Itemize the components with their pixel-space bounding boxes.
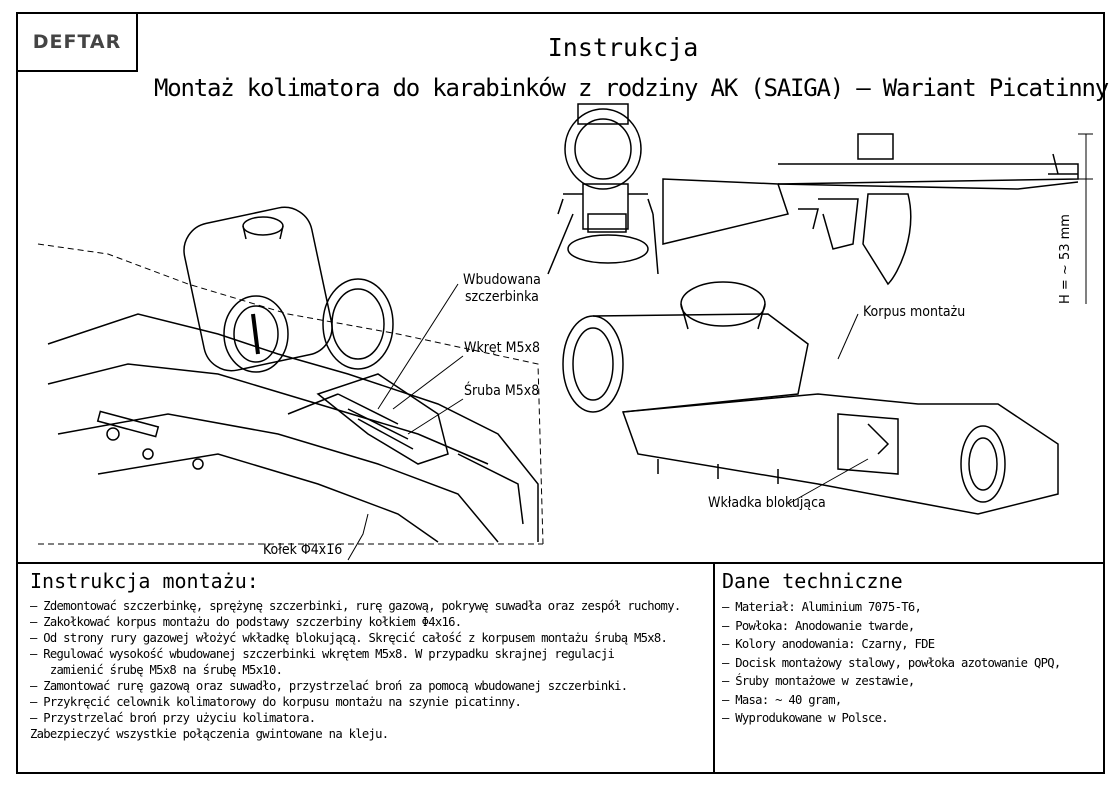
list-item: – Materiał: Aluminium 7075-T6, — [722, 600, 922, 614]
list-item: – Przystrzelać broń przy użyciu kolimato… — [30, 711, 316, 725]
height-dimension-label: H = ~ 53 mm — [1058, 214, 1073, 304]
instruction-steps: – Zdemontować szczerbinkę, sprężynę szcz… — [30, 598, 710, 742]
callout-bolt-m5x8: Śruba M5x8 — [464, 383, 540, 399]
list-item: – Regulować wysokość wbudowanej szczerbi… — [30, 647, 615, 661]
list-item: Zabezpieczyć wszystkie połączenia gwinto… — [30, 727, 389, 741]
technical-title: Dane techniczne — [722, 569, 903, 593]
list-item: – Śruby montażowe w zestawie, — [722, 674, 915, 688]
column-divider — [713, 562, 715, 774]
callout-built-in-sight: Wbudowana szczerbinka — [463, 272, 541, 305]
callout-screw-m5x8: Wkręt M5x8 — [464, 340, 540, 356]
list-item: – Zakołkować korpus montażu do podstawy … — [30, 615, 462, 629]
list-item: – Przykręcić celownik kolimatorowy do ko… — [30, 695, 522, 709]
list-item: – Docisk montażowy stalowy, powłoka azot… — [722, 655, 1061, 670]
list-item: – Zamontować rurę gazową oraz suwadło, p… — [30, 679, 628, 693]
section-divider — [18, 562, 1103, 564]
instructions-title: Instrukcja montażu: — [30, 569, 259, 593]
list-item: – Masa: ~ 40 gram, — [722, 692, 842, 707]
logo-box: DEFTAR — [18, 14, 138, 72]
rifle-side-view-drawing — [662, 133, 1093, 304]
mount-isometric-drawing — [562, 281, 1059, 515]
list-item: – Od strony rury gazowej włożyć wkładkę … — [30, 631, 668, 645]
list-item: – Powłoka: Anodowanie twarde, — [722, 618, 915, 633]
front-view-drawing — [547, 103, 659, 275]
page-subtitle: Montaż kolimatora do karabinków z rodzin… — [154, 74, 1109, 102]
deftar-logo: DEFTAR — [32, 31, 122, 53]
list-item: zamienić śrubę M5x8 na śrubę M5x10. — [30, 663, 283, 677]
callout-mount-body: Korpus montażu — [863, 304, 966, 320]
page-title: Instrukcja — [547, 33, 699, 62]
list-item: – Wyprodukowane w Polsce. — [722, 711, 889, 725]
callout-lock-insert: Wkładka blokująca — [708, 495, 826, 511]
instruction-sheet: DEFTAR Instrukcja Montaż kolimatora do k… — [16, 12, 1109, 774]
list-item: – Kolory anodowania: Czarny, FDE — [722, 637, 935, 651]
list-item: – Zdemontować szczerbinkę, sprężynę szcz… — [30, 599, 681, 613]
callout-pin: Kołek Φ4x16 — [263, 542, 343, 558]
technical-drawing — [37, 103, 1093, 561]
technical-specs: – Materiał: Aluminium 7075-T6, – Powłoka… — [722, 598, 1102, 728]
left-assembly-drawing — [37, 206, 544, 561]
